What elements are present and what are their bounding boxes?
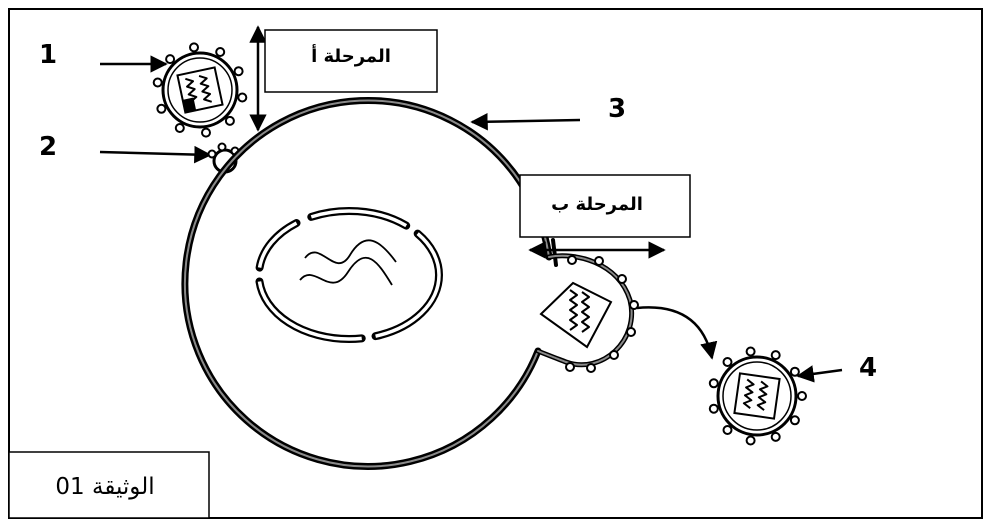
bud-spike — [610, 351, 618, 359]
virus-spike — [235, 67, 243, 75]
nuclear-dna — [300, 258, 392, 285]
bud-spike — [566, 363, 574, 371]
arrow-2 — [100, 152, 210, 155]
virus-spike — [772, 351, 780, 359]
bud-spike — [630, 301, 638, 309]
virus-spike — [710, 405, 718, 413]
virus-spike — [238, 94, 246, 102]
virion-attached — [154, 43, 247, 136]
virus-spike — [202, 129, 210, 137]
viral-core-box — [734, 373, 779, 418]
bud-spike — [595, 257, 603, 265]
virus-spike — [166, 55, 174, 63]
virus-spike — [226, 117, 234, 125]
virus-spike — [216, 48, 224, 56]
bud-spike — [587, 364, 595, 372]
virion-released — [710, 348, 806, 445]
virus-spike — [157, 105, 165, 113]
virus-spike — [724, 358, 732, 366]
virus-spike — [190, 43, 198, 51]
document-label: الوثيقة 01 — [55, 474, 154, 500]
cell-membrane — [185, 100, 549, 466]
label-3: 3 — [608, 94, 626, 124]
virus-spike — [176, 124, 184, 132]
bump-spike — [209, 151, 216, 158]
arrow-3 — [472, 120, 580, 122]
virus-spike — [724, 426, 732, 434]
virus-spike — [791, 368, 799, 376]
viral-core — [734, 373, 779, 418]
virus-spike — [154, 79, 162, 87]
stage-b-label: المرحلة ب — [551, 194, 643, 215]
release-arrow — [637, 307, 712, 358]
label-2: 2 — [39, 132, 57, 162]
stage-a-label: المرحلة أ — [311, 44, 391, 67]
bump-spike — [219, 144, 226, 151]
label-4: 4 — [859, 353, 877, 383]
virus-spike — [791, 416, 799, 424]
virus-spike — [747, 348, 755, 356]
virus-spike — [798, 392, 806, 400]
bud-spike — [568, 256, 576, 264]
nuclear-dna — [305, 240, 396, 263]
budding-virion — [538, 240, 638, 372]
virus-spike — [772, 433, 780, 441]
bud-spike — [618, 275, 626, 283]
arrow-4 — [798, 370, 842, 376]
virus-spike — [747, 437, 755, 445]
viral-core — [177, 67, 222, 112]
virus-spike — [710, 379, 718, 387]
bud-stem — [553, 240, 556, 265]
nuclear-envelope-lumen — [259, 211, 439, 339]
bud-spike — [627, 328, 635, 336]
label-1: 1 — [39, 40, 57, 70]
